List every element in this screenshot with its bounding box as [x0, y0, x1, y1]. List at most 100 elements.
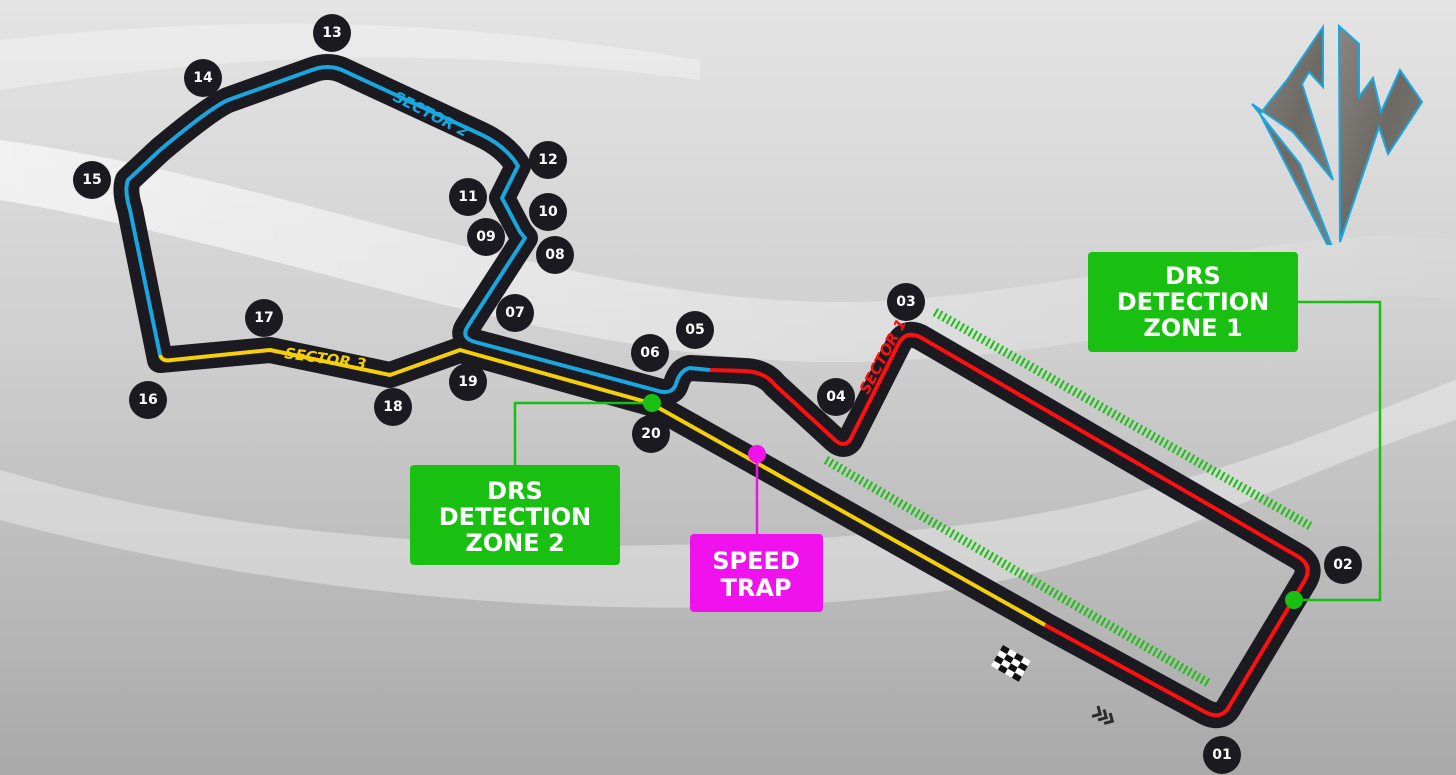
flag-square	[1004, 668, 1015, 678]
flag-square	[1014, 667, 1025, 677]
corner-marker-15: 15	[73, 161, 111, 199]
drs-zone-1-indicator	[932, 308, 1313, 530]
drs1-line-3: ZONE 1	[1143, 314, 1242, 342]
corner-number: 05	[685, 322, 704, 338]
corner-markers: 01 02 03 04 05 06 07 08 09 10 11 12 13 14 15 16 17 18 19 20	[73, 14, 1362, 774]
flag-square	[1000, 645, 1010, 655]
drs2-line-1: DRS	[487, 477, 543, 505]
corner-marker-bg	[245, 299, 283, 337]
corner-number: 14	[193, 70, 213, 86]
corner-number: 13	[322, 25, 341, 41]
corner-marker-bg	[1203, 736, 1241, 774]
speed-trap-point	[748, 445, 766, 463]
corner-marker-20: 20	[632, 415, 670, 453]
corner-number: 15	[82, 172, 101, 188]
corner-number: 03	[896, 294, 915, 310]
flag-square	[1010, 658, 1021, 668]
flag-square	[1000, 659, 1011, 669]
flag-square	[1020, 657, 1031, 667]
corner-marker-bg	[1324, 546, 1362, 584]
background-swoosh	[0, 380, 1456, 608]
corner-marker-bg	[529, 141, 567, 179]
drs-1-connector	[1294, 300, 1382, 602]
flag-square	[994, 655, 1004, 665]
corner-marker-bg	[676, 311, 714, 349]
corner-marker-bg	[536, 236, 574, 274]
corner-number: 12	[538, 152, 557, 168]
corner-marker-07: 07	[496, 294, 534, 332]
drs-2-connector	[513, 401, 652, 465]
corner-number: 16	[138, 392, 157, 408]
corner-marker-bg	[449, 178, 487, 216]
checkered-flag-icon	[991, 645, 1031, 682]
flag-square	[1003, 654, 1014, 664]
corner-marker-bg	[887, 283, 925, 321]
corner-marker-bg	[631, 334, 669, 372]
corner-marker-12: 12	[529, 141, 567, 179]
corner-number: 06	[640, 345, 659, 361]
corner-marker-bg	[449, 363, 487, 401]
corner-marker-bg	[184, 59, 222, 97]
corner-marker-02: 02	[1324, 546, 1362, 584]
corner-marker-13: 13	[313, 14, 351, 52]
corner-marker-bg	[313, 14, 351, 52]
drs1-line-2: DETECTION	[1117, 288, 1269, 316]
flag-square	[1006, 649, 1017, 659]
drs-zone-2-indicator	[823, 456, 1213, 688]
corner-marker-01: 01	[1203, 736, 1241, 774]
corner-number: 02	[1333, 557, 1352, 573]
flag-square	[991, 660, 1001, 670]
flag-square	[1007, 663, 1018, 673]
logo	[1251, 23, 1424, 245]
flag-square	[1011, 672, 1022, 682]
corner-number: 19	[458, 374, 477, 390]
corner-marker-bg	[129, 381, 167, 419]
corner-marker-05: 05	[676, 311, 714, 349]
corner-marker-06: 06	[631, 334, 669, 372]
flag-square	[1017, 662, 1028, 672]
drs1-line-1: DRS	[1165, 262, 1221, 290]
drs-2-detection-point	[643, 394, 661, 412]
corner-marker-bg	[529, 193, 567, 231]
sector-2-line	[124, 65, 711, 394]
flag-square	[997, 650, 1007, 660]
corner-number: 04	[826, 389, 846, 405]
sector-3-line	[158, 348, 1046, 627]
corner-number: 10	[538, 204, 558, 220]
corner-marker-11: 11	[449, 178, 487, 216]
corner-marker-04: 04	[817, 378, 855, 416]
drs2-line-2: DETECTION	[439, 503, 591, 531]
corner-marker-16: 16	[129, 381, 167, 419]
corner-number: 17	[254, 310, 273, 326]
corner-number: 11	[458, 189, 477, 205]
corner-marker-10: 10	[529, 193, 567, 231]
corner-marker-bg	[496, 294, 534, 332]
corner-marker-14: 14	[184, 59, 222, 97]
corner-number: 09	[476, 229, 495, 245]
corner-marker-bg	[467, 218, 505, 256]
corner-number: 01	[1212, 747, 1231, 763]
corner-marker-bg	[374, 388, 412, 426]
direction-chevrons-icon	[1091, 705, 1115, 725]
speed-trap-line-2: TRAP	[720, 574, 791, 602]
corner-number: 08	[545, 247, 564, 263]
corner-number: 20	[641, 426, 661, 442]
flag-square	[997, 664, 1008, 674]
drs-1-detection-point	[1285, 591, 1303, 609]
corner-marker-bg	[73, 161, 111, 199]
drs2-line-3: ZONE 2	[465, 529, 564, 557]
sector-1-line	[709, 332, 1310, 718]
corner-marker-08: 08	[536, 236, 574, 274]
corner-number: 18	[383, 399, 402, 415]
speed-trap-line-1: SPEED	[712, 547, 800, 575]
corner-number: 07	[505, 305, 524, 321]
flag-square	[1013, 653, 1024, 663]
